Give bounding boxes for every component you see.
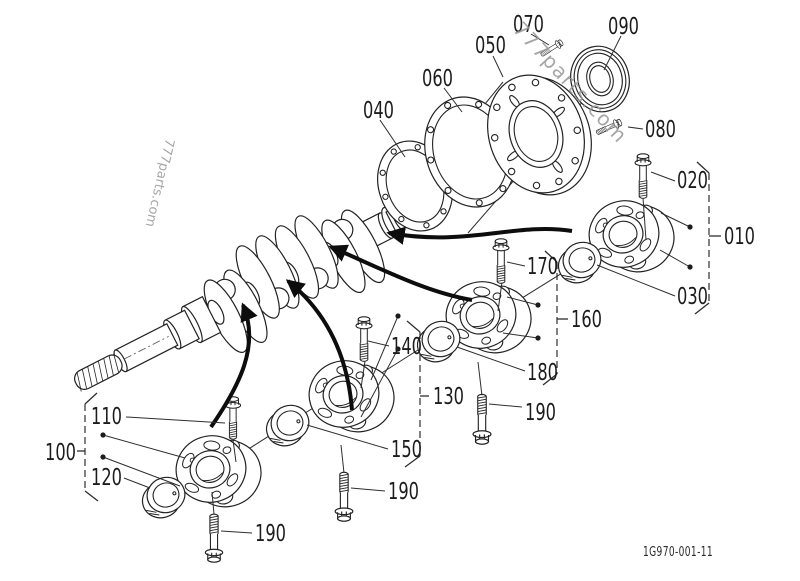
callout-160: 160	[571, 307, 602, 333]
callout-150: 150	[391, 437, 422, 463]
bolt-axis-lines	[211, 197, 647, 515]
callout-080: 080	[645, 117, 676, 143]
figure-code: 1G970-001-11	[643, 545, 713, 560]
leader-lines	[123, 33, 676, 534]
callout-070: 070	[513, 12, 544, 38]
watermark-left: 777parts.com	[142, 137, 177, 228]
callout-030: 030	[677, 284, 708, 310]
callout-labels: 040 060 050 070 090 080 020 010 030 170 …	[45, 12, 755, 547]
bolt-020	[634, 153, 652, 199]
bolt-190-right	[472, 393, 492, 445]
callout-110: 110	[91, 404, 122, 430]
callout-190-middle: 190	[388, 479, 419, 505]
callout-170: 170	[527, 254, 558, 280]
callout-190-right: 190	[525, 400, 556, 426]
callout-010: 010	[724, 224, 755, 250]
callout-090: 090	[608, 14, 639, 40]
group-brackets	[77, 161, 721, 502]
bearing-shell-150	[260, 399, 316, 452]
callout-100: 100	[45, 440, 76, 466]
callout-120: 120	[91, 465, 122, 491]
callout-050: 050	[475, 33, 506, 59]
callout-040: 040	[363, 98, 394, 124]
journal-pointer-arrows	[209, 226, 573, 429]
callout-140: 140	[391, 334, 422, 360]
callout-180: 180	[527, 360, 558, 386]
callout-020: 020	[677, 168, 708, 194]
bolt-140	[355, 316, 373, 362]
bearing-case-cover-050	[487, 74, 592, 196]
bolt-170	[492, 238, 510, 284]
bolt-190-middle	[334, 471, 354, 522]
bolt-190-left	[204, 513, 224, 563]
bearing-cap-100	[166, 422, 271, 521]
callout-190-left: 190	[255, 521, 286, 547]
oil-seal-090	[570, 45, 630, 113]
callout-130: 130	[433, 384, 464, 410]
callout-060: 060	[422, 66, 453, 92]
